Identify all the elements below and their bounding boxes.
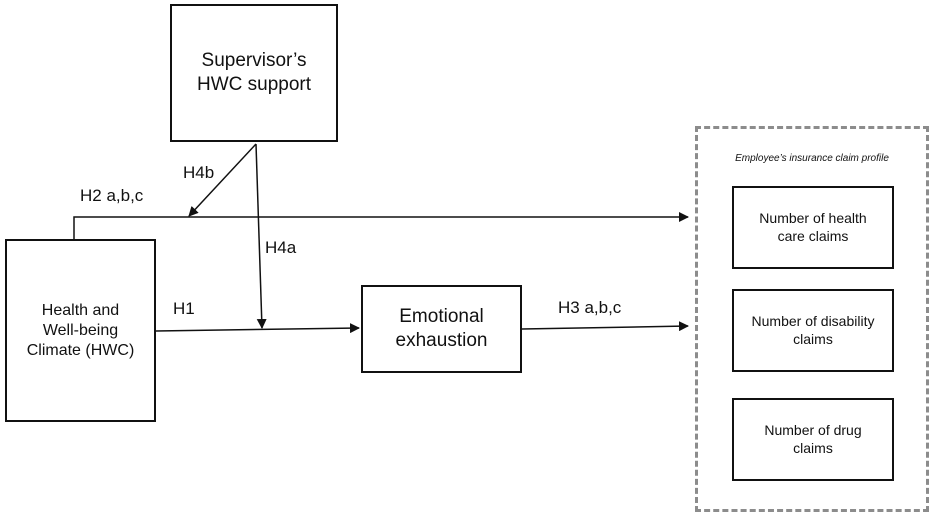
claim-line: care claims [777, 227, 849, 244]
emotional-line-1: Emotional [399, 306, 484, 328]
hypothesis-h4a-label: H4a [265, 238, 297, 257]
supervisor-line-1: Supervisor’s [201, 50, 307, 72]
h1-arrow [155, 323, 360, 334]
claim-profile-title: Employee’s insurance claim profile [735, 153, 889, 164]
h2-path [73, 212, 689, 239]
hypothesis-h1-label: H1 [173, 299, 195, 318]
h4b-arrow [188, 143, 257, 217]
hwc-line-3: Climate (HWC) [26, 341, 135, 359]
claim-line: claims [793, 439, 833, 456]
emotional-exhaustion-box: Emotional exhaustion [361, 285, 522, 373]
hypothesis-h3-label: H3 a,b,c [558, 298, 622, 317]
h3-arrow [521, 321, 689, 332]
hwc-line-1: Health and [41, 301, 120, 319]
h4a-arrow [255, 143, 267, 329]
claim-line: Number of disability [751, 313, 875, 329]
disability-claims-box: Number of disability claims [732, 289, 894, 372]
hypothesis-h4b-label: H4b [183, 163, 215, 182]
claim-line: claims [793, 330, 833, 347]
supervisor-line-2: HWC support [196, 74, 312, 95]
supervisor-support-box: Supervisor’s HWC support [170, 4, 338, 142]
emotional-line-2: exhaustion [395, 330, 488, 351]
claim-line: Number of drug [764, 422, 862, 438]
hwc-box: Health and Well-being Climate (HWC) [5, 239, 156, 422]
drug-claims-box: Number of drug claims [732, 398, 894, 481]
health-care-claims-box: Number of health care claims [732, 186, 894, 269]
claim-line: Number of health [759, 210, 867, 226]
hwc-line-2: Well-being [42, 321, 119, 339]
hypothesis-h2-label: H2 a,b,c [80, 186, 144, 205]
claim-profile-frame [695, 126, 929, 512]
